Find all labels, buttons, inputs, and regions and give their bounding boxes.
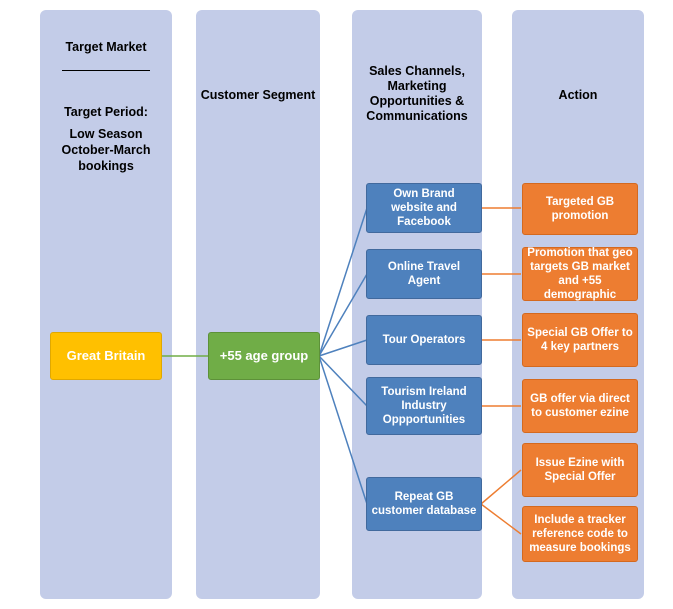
- column-title-sales-channels: Sales Channels, Marketing Opportunities …: [366, 64, 468, 123]
- node-channel-tourism-ireland[interactable]: Tourism Ireland Industry Oppportunities: [366, 377, 482, 435]
- node-channel-repeat-gb-database[interactable]: Repeat GB customer database: [366, 477, 482, 531]
- node-action-geo-targeted-promotion[interactable]: Promotion that geo targets GB market and…: [522, 247, 638, 301]
- column-action: [512, 10, 644, 599]
- node-channel-tour-operators[interactable]: Tour Operators: [366, 315, 482, 365]
- node-action-issue-ezine[interactable]: Issue Ezine with Special Offer: [522, 443, 638, 497]
- column-title-customer-segment: Customer Segment: [200, 88, 316, 102]
- node-channel-own-brand[interactable]: Own Brand website and Facebook: [366, 183, 482, 233]
- node-great-britain[interactable]: Great Britain: [50, 332, 162, 380]
- node-action-special-gb-offer[interactable]: Special GB Offer to 4 key partners: [522, 313, 638, 367]
- column-title-target-market: Target Market: [65, 40, 147, 54]
- column-title-action: Action: [558, 88, 598, 102]
- column-customer-segment: [196, 10, 320, 599]
- node-action-gb-offer-ezine[interactable]: GB offer via direct to customer ezine: [522, 379, 638, 433]
- target-period-label: Target Period:: [64, 105, 148, 119]
- target-period-value: Low Season October-March bookings: [61, 127, 151, 173]
- node-age-group[interactable]: +55 age group: [208, 332, 320, 380]
- column-target-market: [40, 10, 172, 599]
- node-channel-online-travel-agent[interactable]: Online Travel Agent: [366, 249, 482, 299]
- divider-rule: [62, 70, 150, 71]
- node-action-targeted-gb-promotion[interactable]: Targeted GB promotion: [522, 183, 638, 235]
- node-action-tracker-reference-code[interactable]: Include a tracker reference code to meas…: [522, 506, 638, 562]
